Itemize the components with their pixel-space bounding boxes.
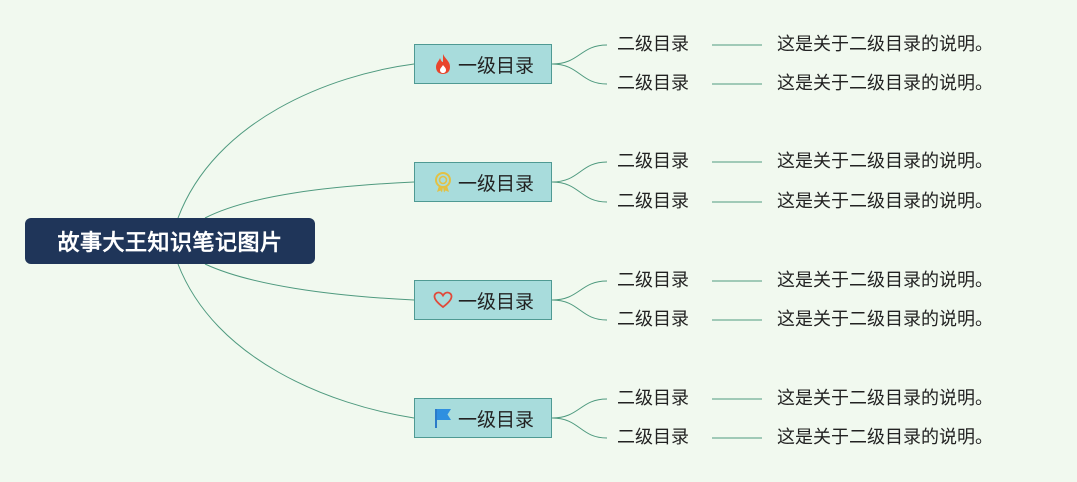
branch-topic-4[interactable]: 一级目录	[414, 398, 552, 438]
fire-icon	[432, 53, 454, 75]
subtopic-4-2-description[interactable]: 这是关于二级目录的说明。	[777, 427, 993, 448]
subtopic-2-1[interactable]: 二级目录	[617, 151, 689, 172]
subtopic-3-1-description[interactable]: 这是关于二级目录的说明。	[777, 270, 993, 291]
branch-topic-3[interactable]: 一级目录	[414, 280, 552, 320]
connector-branch-4-child-2	[551, 417, 608, 439]
branch-topic-1-label: 一级目录	[457, 54, 534, 77]
branch-topic-3-label: 一级目录	[457, 290, 534, 313]
subtopic-2-2-description[interactable]: 这是关于二级目录的说明。	[777, 191, 993, 212]
subtopic-4-1-description[interactable]: 这是关于二级目录的说明。	[777, 388, 993, 409]
connector-branch-1-child-2	[551, 63, 608, 85]
subtopic-2-1-description[interactable]: 这是关于二级目录的说明。	[777, 151, 993, 172]
branch-topic-4-label: 一级目录	[457, 408, 534, 431]
flag-icon	[432, 407, 454, 429]
branch-topic-2-label: 一级目录	[457, 172, 534, 195]
heart-icon	[432, 289, 454, 311]
root-topic[interactable]: 故事大王知识笔记图片	[25, 218, 315, 264]
subtopic-4-1[interactable]: 二级目录	[617, 388, 689, 409]
subtopic-3-1[interactable]: 二级目录	[617, 270, 689, 291]
connector-root-branch-2	[204, 181, 415, 219]
subtopic-1-2[interactable]: 二级目录	[617, 73, 689, 94]
connector-root-branch-1	[177, 63, 415, 219]
connector-branch-3-child-2	[551, 299, 608, 321]
award-medal-icon	[432, 171, 454, 193]
subtopic-1-2-description[interactable]: 这是关于二级目录的说明。	[777, 73, 993, 94]
connector-root-branch-4	[177, 263, 415, 419]
subtopic-2-2[interactable]: 二级目录	[617, 191, 689, 212]
connector-branch-1-child-1	[551, 44, 608, 65]
subtopic-1-1-description[interactable]: 这是关于二级目录的说明。	[777, 34, 993, 55]
subtopic-4-2[interactable]: 二级目录	[617, 427, 689, 448]
branch-topic-2[interactable]: 一级目录	[414, 162, 552, 202]
connector-root-branch-3	[204, 263, 415, 301]
branch-topic-1[interactable]: 一级目录	[414, 44, 552, 84]
subtopic-3-2-description[interactable]: 这是关于二级目录的说明。	[777, 309, 993, 330]
root-topic-label: 故事大王知识笔记图片	[57, 231, 283, 256]
subtopic-1-1[interactable]: 二级目录	[617, 34, 689, 55]
connector-branch-3-child-1	[551, 280, 608, 301]
connector-branch-4-child-1	[551, 398, 608, 419]
subtopic-3-2[interactable]: 二级目录	[617, 309, 689, 330]
connector-branch-2-child-2	[551, 181, 608, 203]
connector-branch-2-child-1	[551, 161, 608, 183]
